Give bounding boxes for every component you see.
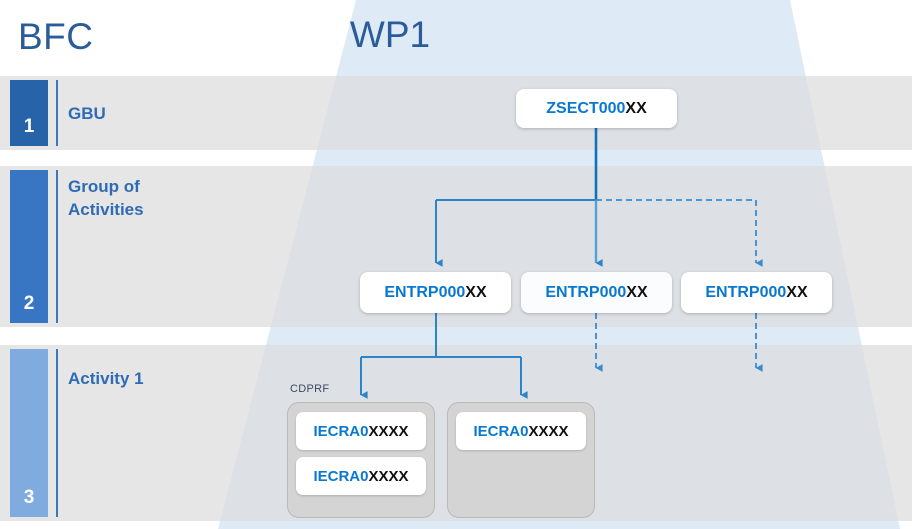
node-iecra-2-suffix: XXXX <box>368 467 409 485</box>
row-divider-2 <box>56 170 58 323</box>
node-entrp-1-suffix: XX <box>465 283 487 301</box>
row-badge-1: 1 <box>10 80 48 146</box>
row-label-group-of-activities: Group of Activities <box>68 177 144 219</box>
node-entrp-2-prefix: ENTRP000 <box>545 283 627 301</box>
node-iecra-2-prefix: IECRA0 <box>313 467 369 485</box>
row-badge-3: 3 <box>10 349 48 517</box>
header-bfc: BFC <box>18 16 94 57</box>
cdprf-label: CDPRF <box>290 383 330 395</box>
row-badge-2: 2 <box>10 170 48 323</box>
row-label-activity-1: Activity 1 <box>68 369 144 388</box>
node-iecra-1-suffix: XXXX <box>368 422 409 440</box>
row-divider-3 <box>56 349 58 517</box>
node-iecra-3-prefix: IECRA0 <box>473 422 529 440</box>
node-zsect-suffix: XX <box>625 99 647 117</box>
row-label-gbu: GBU <box>68 104 106 123</box>
node-entrp-2-suffix: XX <box>626 283 648 301</box>
node-entrp-1-prefix: ENTRP000 <box>384 283 466 301</box>
row-divider-1 <box>56 80 58 146</box>
row-band-1 <box>0 76 912 150</box>
node-entrp-3-suffix: XX <box>786 283 808 301</box>
node-entrp-3-prefix: ENTRP000 <box>705 283 787 301</box>
node-iecra-1-prefix: IECRA0 <box>313 422 369 440</box>
node-zsect-prefix: ZSECT000 <box>546 99 626 117</box>
header-wp1: WP1 <box>349 14 431 55</box>
node-iecra-3-suffix: XXXX <box>528 422 569 440</box>
